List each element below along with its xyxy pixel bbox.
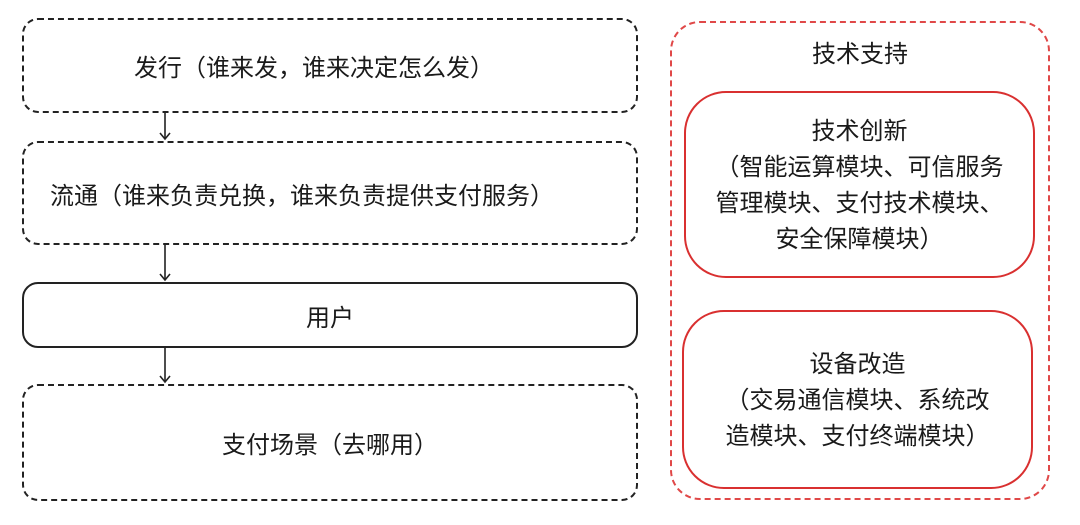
flow-box-issuance: 发行（谁来发，谁来决定怎么发）	[22, 18, 638, 113]
equipment-upgrade-line: （交易通信模块、系统改	[725, 385, 990, 414]
user-label: 用户	[306, 303, 354, 332]
tech-innovation-line: 管理模块、支付技术模块、	[715, 188, 1004, 217]
tech-innovation-line: （智能运算模块、可信服务	[715, 152, 1004, 181]
tech-innovation-heading: 技术创新	[811, 116, 908, 145]
flow-box-scenario: 支付场景（去哪用）	[22, 384, 638, 501]
circulation-label: 流通（谁来负责兑换，谁来负责提供支付服务）	[50, 181, 554, 210]
flow-box-user: 用户	[22, 282, 638, 348]
equipment-upgrade-line: 造模块、支付终端模块）	[725, 421, 990, 450]
equipment-upgrade-box: 设备改造 （交易通信模块、系统改 造模块、支付终端模块）	[682, 310, 1033, 489]
issuance-label: 发行（谁来发，谁来决定怎么发）	[134, 54, 494, 82]
equipment-upgrade-heading: 设备改造	[809, 349, 906, 378]
tech-innovation-line: 安全保障模块）	[775, 224, 944, 253]
arrow-down-2	[159, 245, 171, 282]
arrow-down-3	[159, 348, 171, 384]
tech-support-panel	[670, 21, 1050, 500]
arrow-down-1	[159, 113, 171, 141]
scenario-label: 支付场景（去哪用）	[222, 431, 438, 459]
tech-support-title: 技术支持	[812, 40, 908, 68]
tech-innovation-box: 技术创新 （智能运算模块、可信服务 管理模块、支付技术模块、 安全保障模块）	[684, 91, 1035, 278]
flow-box-circulation: 流通（谁来负责兑换，谁来负责提供支付服务）	[22, 141, 638, 245]
